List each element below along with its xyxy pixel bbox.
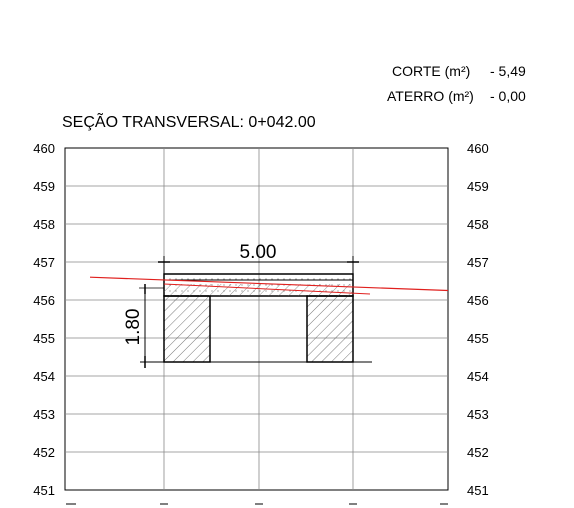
grid-frame — [64, 147, 449, 491]
corte-label: CORTE (m²) — [392, 63, 471, 79]
elevation-label-left: 460 — [33, 141, 55, 156]
elevation-label-left: 458 — [33, 217, 55, 232]
elevation-label-left: 456 — [33, 293, 55, 308]
width-dimension: 5.00 — [158, 242, 359, 274]
elevation-label-right: 458 — [467, 217, 489, 232]
elevation-label-right: 454 — [467, 369, 489, 384]
elevation-label-right: 453 — [467, 407, 489, 422]
elevation-label-left: 451 — [33, 483, 55, 498]
slab-hatch — [164, 284, 353, 296]
grid — [64, 147, 449, 491]
elevation-label-left: 459 — [33, 179, 55, 194]
corte-value: - 5,49 — [490, 63, 526, 79]
elevation-label-left: 453 — [33, 407, 55, 422]
elevation-label-right: 452 — [467, 445, 489, 460]
elevation-label-right: 459 — [467, 179, 489, 194]
height-dim-label: 1.80 — [123, 309, 144, 346]
elevation-label-left: 455 — [33, 331, 55, 346]
height-dimension: 1.80 — [123, 284, 164, 368]
box-culvert — [140, 273, 372, 363]
elevation-label-right: 456 — [467, 293, 489, 308]
elevation-label-right: 455 — [467, 331, 489, 346]
right-wall — [306, 295, 354, 363]
elevation-label-right: 457 — [467, 255, 489, 270]
aterro-label: ATERRO (m²) — [387, 88, 474, 104]
left-wall — [163, 295, 211, 363]
elevation-label-left: 454 — [33, 369, 55, 384]
width-dim-label: 5.00 — [240, 242, 277, 263]
elevation-label-left: 457 — [33, 255, 55, 270]
terrain-line — [89, 276, 449, 292]
elevation-label-right: 451 — [467, 483, 489, 498]
elevation-label-right: 460 — [467, 141, 489, 156]
terrain-slope — [163, 283, 371, 295]
aterro-value: - 0,00 — [490, 88, 526, 104]
elevation-label-left: 452 — [33, 445, 55, 460]
section-title: SEÇÃO TRANSVERSAL: 0+042.00 — [62, 114, 316, 131]
